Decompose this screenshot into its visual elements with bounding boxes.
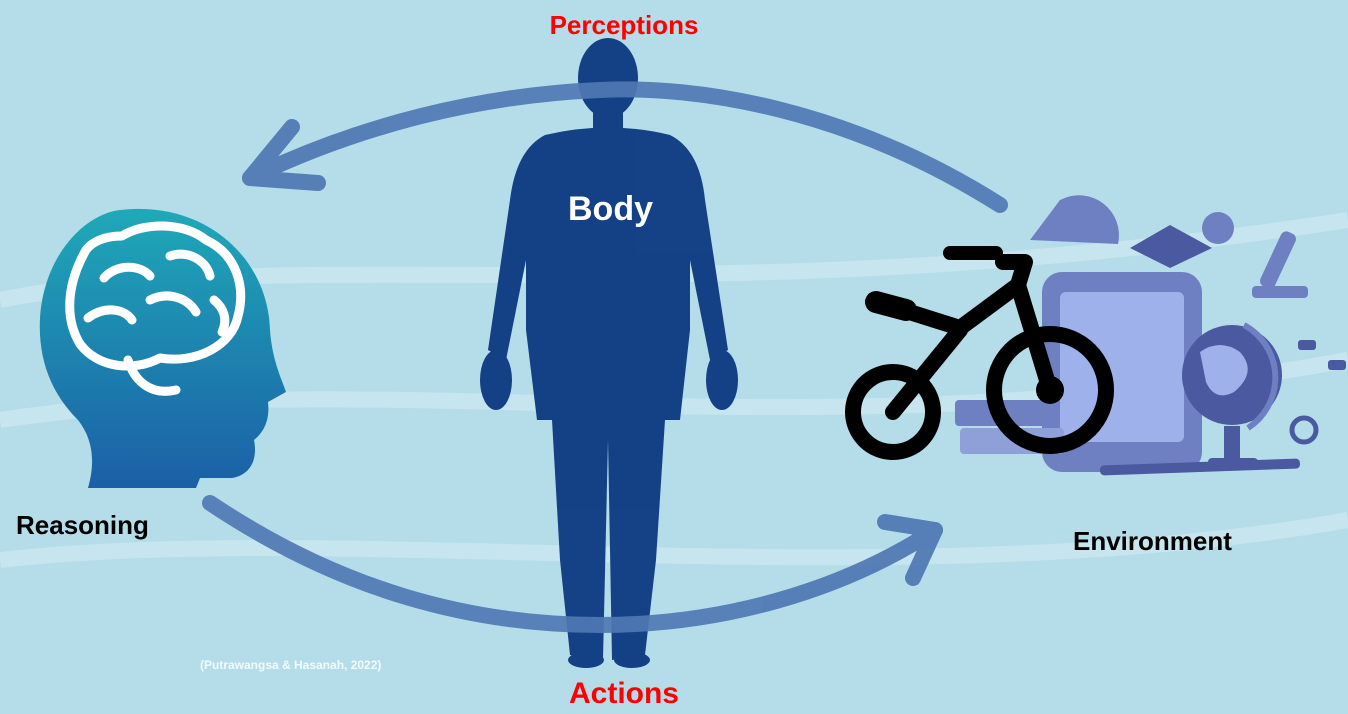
apple-icon bbox=[1202, 212, 1234, 244]
body-label: Body bbox=[568, 190, 653, 229]
reasoning-label: Reasoning bbox=[16, 510, 149, 541]
body-silhouette-icon bbox=[480, 38, 738, 668]
flask-icon bbox=[1292, 418, 1316, 442]
protractor-icon bbox=[1030, 195, 1119, 244]
perceptions-label: Perceptions bbox=[0, 10, 1248, 41]
environment-label: Environment bbox=[1073, 526, 1232, 557]
citation-text: (Putrawangsa & Hasanah, 2022) bbox=[200, 658, 381, 672]
head-with-brain-icon bbox=[40, 209, 286, 488]
bicycle-hub bbox=[1036, 376, 1064, 404]
graduation-cap-icon bbox=[1130, 225, 1212, 268]
actions-label: Actions bbox=[0, 677, 1248, 711]
